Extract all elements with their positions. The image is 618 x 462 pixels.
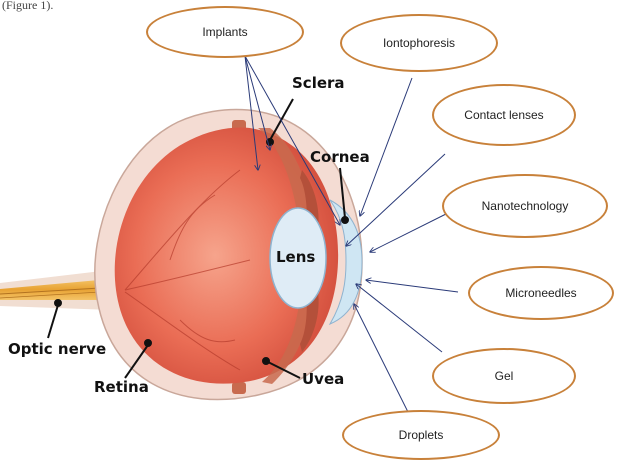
contact-lenses-label: Contact lenses — [464, 108, 543, 122]
oval-implants: Implants — [146, 6, 304, 58]
oval-microneedles: Microneedles — [468, 266, 614, 320]
oval-nanotechnology: Nanotechnology — [442, 174, 608, 238]
iontophoresis-label: Iontophoresis — [383, 36, 455, 50]
label-sclera: Sclera — [292, 74, 345, 92]
label-optic-nerve: Optic nerve — [8, 340, 106, 358]
label-lens: Lens — [276, 248, 315, 266]
nanotechnology-label: Nanotechnology — [482, 199, 569, 213]
implants-label: Implants — [202, 25, 247, 39]
oval-contact-lenses: Contact lenses — [432, 84, 576, 146]
droplets-label: Droplets — [399, 428, 444, 442]
label-uvea: Uvea — [302, 370, 344, 388]
oval-droplets: Droplets — [342, 410, 500, 460]
microneedles-label: Microneedles — [505, 286, 576, 300]
label-retina: Retina — [94, 378, 149, 396]
oval-gel: Gel — [432, 348, 576, 404]
figure-caption: (Figure 1). — [2, 0, 53, 13]
oval-iontophoresis: Iontophoresis — [340, 14, 498, 72]
label-cornea: Cornea — [310, 148, 370, 166]
gel-label: Gel — [495, 369, 514, 383]
